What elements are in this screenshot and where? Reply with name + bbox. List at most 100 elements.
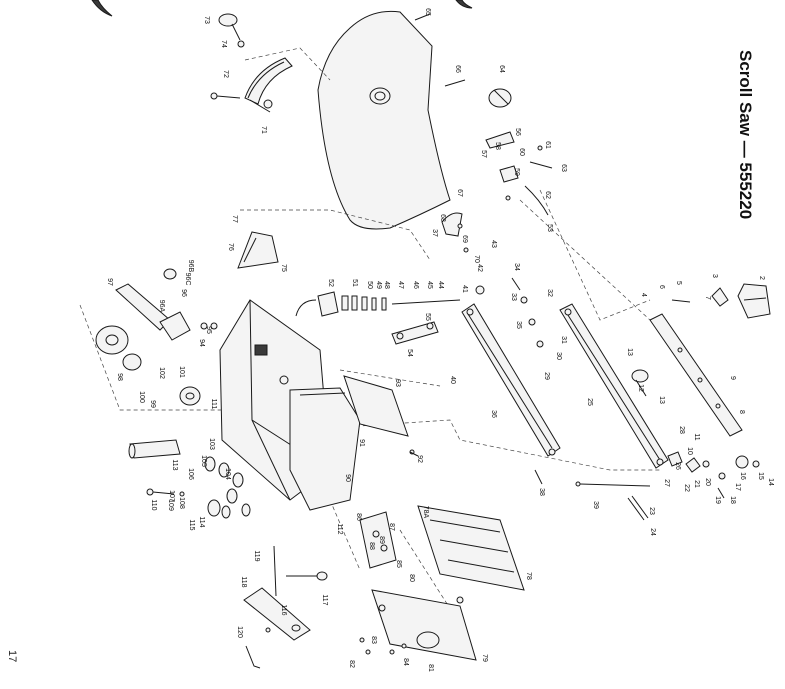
bearing-stack bbox=[204, 456, 251, 519]
lower-arm bbox=[461, 303, 561, 457]
part-callout-c7: 8 bbox=[738, 410, 745, 414]
part-callout-c9: 10 bbox=[686, 447, 693, 455]
saw-table-top bbox=[317, 10, 466, 230]
part-callout-c59: 59 bbox=[513, 168, 520, 176]
blade-clamp-lower bbox=[667, 451, 760, 499]
part-callout-c105: 105 bbox=[200, 455, 207, 467]
part-callout-c120: 120 bbox=[236, 626, 243, 638]
part-callout-c80: 80 bbox=[408, 574, 415, 582]
part-callout-c113: 113 bbox=[171, 459, 178, 470]
lamp-bracket bbox=[243, 545, 328, 669]
bellows-rod-assembly bbox=[295, 285, 485, 317]
part-callout-c20: 20 bbox=[704, 478, 711, 486]
part-callout-c43: 43 bbox=[490, 240, 497, 248]
part-callout-c19: 19 bbox=[714, 496, 721, 504]
drive-gear-train bbox=[95, 268, 218, 406]
arm-pivot-pin bbox=[534, 469, 543, 485]
part-callout-c103: 103 bbox=[208, 438, 215, 450]
part-callout-c29: 29 bbox=[543, 372, 550, 380]
motor-shaft-sleeve bbox=[128, 439, 181, 459]
part-callout-c70: 70 bbox=[473, 255, 480, 263]
part-callout-c123: 96C bbox=[184, 273, 191, 286]
part-callout-c82: 82 bbox=[348, 660, 355, 668]
part-callout-c87: 87 bbox=[388, 523, 395, 531]
tension-knob bbox=[737, 283, 771, 319]
stand-fasteners bbox=[359, 637, 407, 655]
part-callout-c74: 74 bbox=[220, 40, 227, 48]
part-callout-c76: 76 bbox=[227, 243, 234, 251]
part-callout-c93: 93 bbox=[394, 379, 401, 387]
part-callout-c64: 64 bbox=[498, 65, 505, 73]
part-callout-c14: 14 bbox=[767, 478, 774, 486]
part-callout-c68: 68 bbox=[439, 214, 446, 222]
part-callout-c44: 44 bbox=[437, 281, 444, 289]
part-callout-c65: 65 bbox=[424, 8, 431, 16]
part-callout-c46: 46 bbox=[412, 281, 419, 289]
part-callout-c122: 96B bbox=[187, 260, 194, 273]
dust-blower-bracket bbox=[441, 212, 469, 253]
part-callout-c107: 107 bbox=[168, 490, 175, 502]
part-callout-c96: 96 bbox=[180, 289, 187, 297]
part-callout-c83: 83 bbox=[370, 636, 377, 644]
part-callout-c50: 50 bbox=[366, 281, 373, 289]
part-callout-c15: 15 bbox=[757, 472, 764, 480]
part-callout-c112: 112 bbox=[336, 523, 343, 534]
part-callout-c34: 34 bbox=[513, 263, 520, 271]
part-callout-c56: 56 bbox=[514, 128, 521, 136]
part-callout-c63: 63 bbox=[560, 164, 567, 172]
part-callout-c36: 36 bbox=[490, 410, 497, 418]
part-callout-c13: 13 bbox=[658, 396, 665, 404]
arm-bolts bbox=[511, 277, 544, 348]
part-callout-c116: 116 bbox=[280, 604, 287, 615]
part-callout-c32: 32 bbox=[546, 289, 553, 297]
upper-arm bbox=[559, 303, 669, 469]
part-callout-c48: 48 bbox=[383, 281, 390, 289]
part-callout-c106: 106 bbox=[187, 468, 194, 480]
part-callout-c77: 77 bbox=[231, 215, 238, 223]
part-callout-c27: 27 bbox=[663, 479, 670, 487]
part-callout-c94: 94 bbox=[198, 339, 205, 347]
motor-housing bbox=[289, 387, 361, 511]
part-callout-c39: 39 bbox=[592, 501, 599, 509]
part-callout-c12: 13 bbox=[626, 348, 633, 356]
saw-blade bbox=[627, 495, 649, 521]
part-callout-c78: 78 bbox=[525, 572, 532, 580]
part-callout-c37: 37 bbox=[431, 229, 438, 237]
table-insert bbox=[488, 88, 512, 108]
part-callout-c101: 101 bbox=[178, 366, 185, 378]
blade-rod bbox=[575, 481, 651, 487]
part-callout-c45: 45 bbox=[426, 281, 433, 289]
part-callout-c95: 95 bbox=[205, 326, 212, 334]
part-callout-c57: 57 bbox=[480, 150, 487, 158]
tilt-lock-knob bbox=[218, 13, 245, 48]
part-callout-c99: 99 bbox=[149, 400, 156, 408]
blade-guard bbox=[237, 231, 279, 269]
part-callout-c90: 90 bbox=[344, 474, 351, 482]
part-callout-c47: 47 bbox=[397, 281, 404, 289]
part-callout-c30: 30 bbox=[555, 352, 562, 360]
part-callout-c26: 26 bbox=[674, 462, 681, 470]
part-callout-c10: 11 bbox=[693, 433, 700, 440]
part-callout-c73: 73 bbox=[203, 16, 210, 24]
part-callout-c111: 111 bbox=[210, 399, 217, 410]
part-callout-c53: 53 bbox=[546, 224, 553, 232]
part-callout-c91: 91 bbox=[358, 439, 365, 447]
switch-box bbox=[359, 511, 397, 569]
part-callout-c11: 12 bbox=[637, 384, 644, 392]
part-callout-c62: 62 bbox=[544, 191, 551, 199]
tension-bracket bbox=[671, 287, 729, 307]
part-callout-c100: 100 bbox=[138, 391, 145, 403]
part-callout-c114: 114 bbox=[198, 516, 205, 527]
part-callout-c2: 3 bbox=[711, 274, 718, 278]
part-callout-c115: 115 bbox=[188, 519, 195, 530]
tilt-quadrant bbox=[210, 57, 293, 113]
part-callout-c31: 31 bbox=[560, 336, 567, 344]
part-callout-c86: 86 bbox=[355, 513, 362, 521]
part-callout-c108: 108 bbox=[178, 497, 185, 509]
part-callout-c69: 69 bbox=[461, 235, 468, 243]
part-callout-c58: 58 bbox=[494, 142, 501, 150]
part-callout-c8: 9 bbox=[729, 376, 736, 380]
part-callout-c16: 16 bbox=[739, 472, 746, 480]
connecting-link bbox=[391, 321, 439, 345]
